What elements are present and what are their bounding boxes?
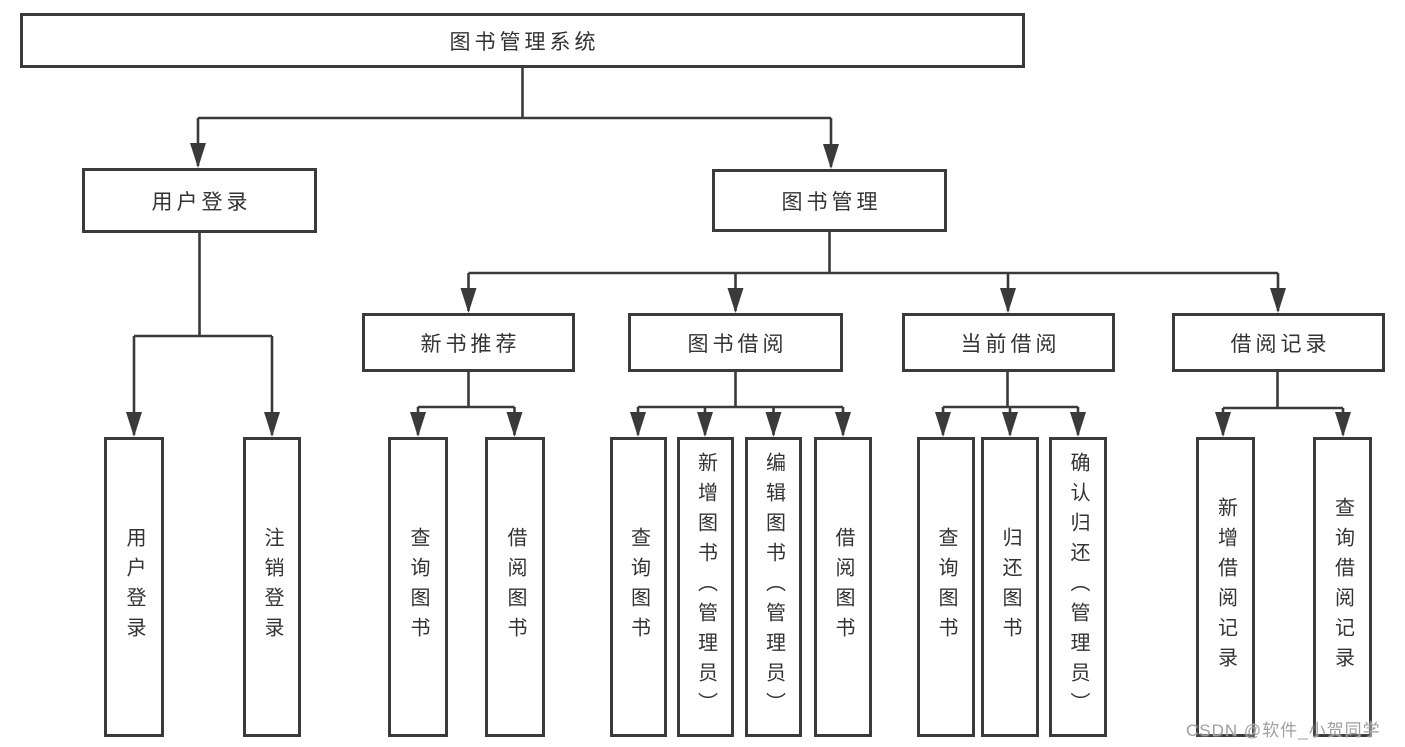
- leaf-add-books-admin: 新增图书（管理员）: [677, 437, 734, 737]
- node-label: 新书推荐: [420, 332, 521, 356]
- csdn-watermark: CSDN @软件_小贺同学: [1186, 721, 1381, 740]
- leaf-label: 查询图书: [627, 527, 650, 647]
- node-label: 图书借阅: [687, 332, 788, 356]
- arrow-down-icon: [1002, 412, 1018, 437]
- node-library-system: 图书管理系统: [20, 13, 1025, 68]
- arrow-down-icon: [1070, 412, 1086, 437]
- node-book-borrowing: 图书借阅: [628, 313, 843, 372]
- leaf-label: 注销登录: [261, 527, 283, 647]
- leaf-confirm-return-admin: 确认归还（管理员）: [1049, 437, 1107, 737]
- leaf-label: 确认归还（管理员）: [1067, 452, 1089, 722]
- connector-user-login-branch: [132, 233, 274, 435]
- leaf-query-books: 查询图书: [388, 437, 448, 737]
- arrow-down-icon: [506, 412, 523, 437]
- node-label: 图书管理系统: [449, 30, 600, 54]
- node-current-borrowing: 当前借阅: [902, 313, 1115, 372]
- leaf-add-borrow-record: 新增借阅记录: [1196, 437, 1255, 737]
- leaf-user-login: 用户登录: [104, 437, 164, 737]
- leaf-logout: 注销登录: [243, 437, 301, 737]
- node-new-book-recommend: 新书推荐: [362, 313, 575, 372]
- leaf-label: 新增借阅记录: [1214, 497, 1237, 677]
- connector-root-branch: [196, 68, 833, 167]
- leaf-label: 归还图书: [999, 527, 1021, 647]
- leaf-borrow-books: 借阅图书: [814, 437, 872, 737]
- arrow-down-icon: [727, 288, 744, 313]
- leaf-query-borrow-record: 查询借阅记录: [1313, 437, 1372, 737]
- arrow-down-icon: [1000, 288, 1016, 313]
- arrow-down-icon: [126, 412, 142, 437]
- leaf-edit-books-admin: 编辑图书（管理员）: [745, 437, 802, 737]
- leaf-label: 查询借阅记录: [1331, 497, 1354, 677]
- arrow-down-icon: [823, 144, 839, 169]
- node-label: 当前借阅: [960, 332, 1061, 356]
- arrowhead-icons: [126, 143, 1351, 437]
- leaf-label: 编辑图书（管理员）: [762, 452, 785, 722]
- arrow-down-icon: [630, 412, 646, 437]
- arrow-down-icon: [765, 412, 782, 437]
- leaf-label: 借阅图书: [504, 527, 526, 647]
- arrow-down-icon: [835, 412, 851, 437]
- node-user-login: 用户登录: [82, 168, 317, 233]
- node-book-management: 图书管理: [712, 169, 947, 232]
- node-label: 图书管理: [781, 190, 882, 214]
- arrow-down-icon: [410, 412, 426, 437]
- leaf-label: 查询图书: [935, 527, 957, 647]
- leaf-return-books: 归还图书: [981, 437, 1039, 737]
- arrow-down-icon: [1270, 288, 1286, 313]
- arrow-down-icon: [190, 143, 206, 168]
- node-label: 用户登录: [151, 190, 252, 214]
- leaf-borrow-books: 借阅图书: [485, 437, 545, 737]
- node-borrowing-records: 借阅记录: [1172, 313, 1385, 372]
- arrow-down-icon: [1335, 412, 1351, 437]
- connector-new-book-branch: [416, 372, 516, 435]
- leaf-label: 查询图书: [407, 527, 429, 647]
- arrow-down-icon: [935, 412, 951, 437]
- node-label: 借阅记录: [1230, 332, 1331, 356]
- leaf-label: 新增图书（管理员）: [694, 452, 717, 722]
- leaf-query-books: 查询图书: [610, 437, 667, 737]
- connector-borrow-record-branch: [1221, 372, 1345, 435]
- arrow-down-icon: [264, 412, 280, 437]
- arrow-down-icon: [697, 412, 713, 437]
- arrow-down-icon: [1215, 412, 1231, 437]
- leaf-label: 借阅图书: [832, 527, 854, 647]
- arrow-down-icon: [460, 288, 477, 313]
- connector-book-borrow-branch: [636, 372, 845, 435]
- leaf-label: 用户登录: [123, 527, 145, 647]
- connector-book-mgmt-branch: [467, 232, 1280, 311]
- leaf-query-books: 查询图书: [917, 437, 975, 737]
